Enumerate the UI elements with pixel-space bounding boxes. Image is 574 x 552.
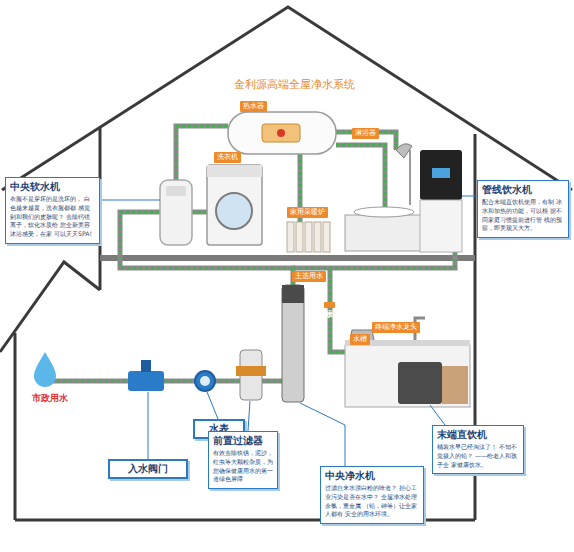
node-body: 衣服不是穿坏的是洗坏的， 白色越来越黄，洗衣服都都 感觉到和我们的皮肤呢？ 去除… — [10, 195, 95, 238]
leader-line — [207, 392, 218, 419]
pipe — [192, 210, 207, 215]
meter-face — [200, 376, 210, 386]
node-body: 有效去除铁锈，泥沙， 红虫等大颗粒杂质，为 您确保健康用水的第一 道绿色屏障 — [213, 449, 273, 484]
vanity-basin — [354, 207, 414, 217]
pipe — [293, 250, 455, 268]
dispenser-screen — [432, 168, 450, 178]
callout-box: 前置过滤器有效去除铁锈，泥沙， 红虫等大颗粒杂质，为 您确保健康用水的第一 道绿… — [208, 431, 278, 489]
node-heading: 入水阀门 — [110, 461, 186, 477]
node-heading: 中央净水机 — [325, 470, 419, 482]
inlet-valve — [128, 371, 164, 391]
node-heading: 终端净水龙头 — [375, 323, 417, 332]
callout-box: 管线饮水机配合末端直饮机使用，有制 冰水和加热的功能，可以根 据不同家庭习惯提前… — [477, 180, 569, 238]
tag-label: 家用采暖炉 — [287, 207, 328, 218]
dispenser-top — [420, 150, 462, 200]
dispenser-body — [420, 200, 462, 252]
tag-label: 水槽 — [350, 334, 370, 345]
node-heading: 热水器 — [243, 102, 264, 111]
tag-label: 终端净水龙头 — [372, 322, 420, 333]
node-body: 配合末端直饮机使用，有制 冰水和加热的功能，可以根 据不同家庭习惯提前进行管 线… — [482, 198, 564, 233]
label-box: 入水阀门 — [108, 459, 188, 479]
leader-line — [148, 392, 149, 459]
pipe — [293, 250, 455, 268]
tag-label: 主选用水 — [292, 271, 326, 282]
tag-label: 洗衣机 — [214, 152, 241, 163]
ro-unit — [398, 362, 442, 404]
node-body: 过滤自来水漂白粉的味道？ 担心工业污染是否在水中？ 全屋净水处理余氯，重金属 （… — [325, 484, 419, 519]
tag-label: 热水器 — [240, 101, 267, 112]
diagram-title: 金利源高端全屋净水系统 — [180, 78, 408, 92]
callout-box: 中央净水机过滤自来水漂白粉的味道？ 担心工业污染是否在水中？ 全屋净水处理余氯，… — [320, 466, 424, 524]
softener-tank — [160, 180, 192, 245]
callout-box: 末端直饮机桶装水早已经淘汰了！ 不知不觉摄入的铅？ ——给老人和孩子全 家健康饮… — [432, 425, 524, 474]
leader-line — [300, 403, 345, 466]
node-heading: 中央软水机 — [10, 181, 95, 193]
leader-line — [248, 401, 250, 431]
node-heading: 水槽 — [353, 335, 367, 344]
pipe — [192, 211, 207, 213]
node-heading: 洗衣机 — [217, 153, 238, 162]
valve-handle — [141, 360, 151, 372]
pipe — [336, 145, 385, 212]
washing-machine — [207, 165, 262, 245]
ro-tank — [442, 366, 468, 404]
tag-label: 淋浴器 — [352, 128, 379, 139]
central-purifier — [282, 285, 304, 402]
kitchen-counter — [345, 345, 470, 407]
purifier-cap — [282, 285, 304, 303]
node-heading: 管线饮水机 — [482, 184, 564, 196]
shower-head — [396, 144, 412, 158]
heater-dial — [277, 129, 285, 137]
roof-line — [2, 7, 572, 190]
radiator-bar — [314, 222, 321, 252]
callout-box: 中央软水机衣服不是穿坏的是洗坏的， 白色越来越黄，洗衣服都都 感觉到和我们的皮肤… — [5, 177, 100, 244]
wall-line — [14, 333, 17, 520]
water-meter — [195, 371, 215, 391]
node-heading: 前置过滤器 — [213, 435, 273, 447]
shower-pipe — [409, 150, 411, 205]
radiator-bar — [296, 222, 303, 252]
leader-line — [430, 405, 445, 425]
node-heading: 主选用水 — [295, 272, 323, 281]
softener-head — [166, 186, 186, 196]
heater-panel — [262, 124, 300, 142]
free-label: 市政用水 — [32, 392, 68, 405]
washer-panel — [207, 165, 262, 177]
tag-label: 饮用水 — [324, 302, 335, 308]
water-heater — [228, 112, 336, 154]
radiator-bar — [323, 222, 330, 252]
radiator-bar — [287, 222, 294, 252]
node-heading: 淋浴器 — [355, 129, 376, 138]
vanity-cabinet — [345, 215, 423, 251]
node-body: 桶装水早已经淘汰了！ 不知不觉摄入的铅？ ——给老人和孩子全 家健康饮水。 — [437, 443, 519, 469]
node-heading: 末端直饮机 — [437, 429, 519, 441]
washer-door — [216, 193, 252, 229]
leader-lines — [100, 196, 477, 466]
leader-line — [100, 200, 160, 201]
leader-line — [462, 196, 477, 197]
water-drop — [34, 352, 56, 387]
prefilter-head — [236, 366, 266, 376]
pipe — [336, 145, 385, 212]
radiator — [287, 222, 330, 252]
radiator-bar — [305, 222, 312, 252]
node-heading: 家用采暖炉 — [290, 208, 325, 217]
floor-slab — [100, 255, 475, 261]
